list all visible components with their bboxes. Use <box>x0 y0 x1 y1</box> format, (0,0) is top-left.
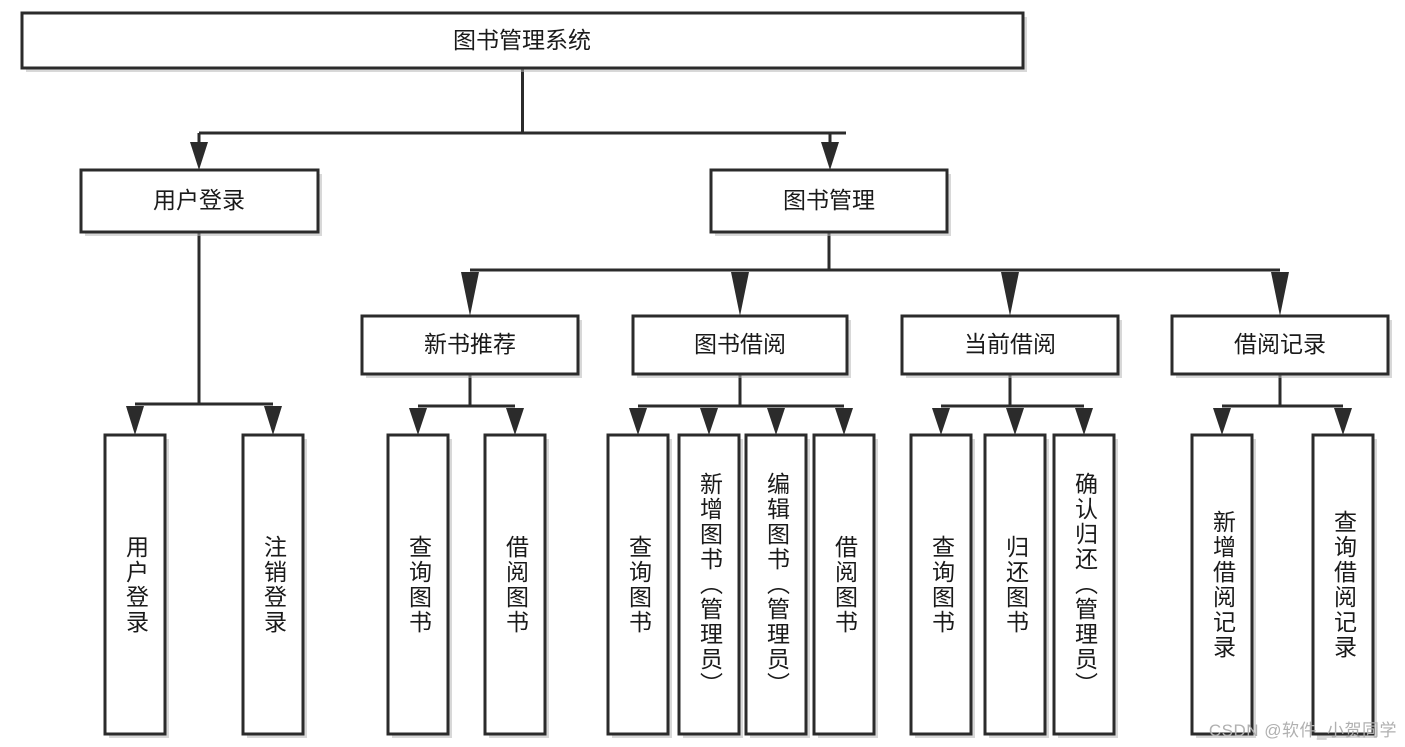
node-user-login-box <box>79 168 320 234</box>
leaf-query-record[interactable] <box>1311 433 1377 738</box>
arrow-leaf-logout-login <box>264 406 282 435</box>
leaf-query-book-b-box <box>606 433 670 736</box>
node-new-book-rec-box <box>360 314 580 376</box>
leaf-add-book-box <box>677 433 741 736</box>
arrow-user-login <box>190 142 208 170</box>
arrow-leaf-user-login <box>126 406 144 435</box>
leaf-return-book[interactable] <box>983 433 1049 738</box>
leaf-query-book-a[interactable] <box>386 433 452 738</box>
leaf-return-book-box <box>983 433 1047 736</box>
connector-layer <box>126 68 1352 435</box>
leaf-logout-login-box <box>241 433 305 736</box>
node-current-borrow[interactable]: 当前借阅 <box>900 314 1122 378</box>
node-book-manage-box <box>709 168 949 234</box>
leaf-box-layer <box>103 433 1377 738</box>
leaf-query-book-a-box <box>386 433 450 736</box>
arrow-book-manage <box>821 142 839 170</box>
arrow-leaf-return-book <box>1006 408 1024 435</box>
node-current-borrow-label: 当前借阅 <box>964 331 1056 357</box>
arrow-leaf-query-record <box>1334 408 1352 435</box>
arrow-new-book-rec <box>461 272 479 316</box>
arrow-leaf-query-book-c <box>932 408 950 435</box>
node-root-label: 图书管理系统 <box>453 27 591 53</box>
node-book-manage[interactable]: 图书管理 <box>709 168 951 236</box>
arrow-leaf-edit-book <box>767 408 785 435</box>
watermark-label: CSDN @软件_小贺同学 <box>1208 721 1397 740</box>
leaf-borrow-book-a-box <box>483 433 547 736</box>
arrow-leaf-confirm-return <box>1075 408 1093 435</box>
node-root[interactable]: 图书管理系统 <box>20 11 1027 72</box>
leaf-logout-login[interactable] <box>241 433 307 738</box>
node-borrow-record-box <box>1170 314 1390 376</box>
arrow-current-borrow <box>1001 272 1019 316</box>
leaf-query-book-c[interactable] <box>909 433 975 738</box>
arrow-book-borrow <box>731 272 749 316</box>
node-layer: 图书管理系统 用户登录 图书管理 新书推荐 <box>20 11 1392 738</box>
leaf-borrow-book-a[interactable] <box>483 433 549 738</box>
leaf-confirm-return[interactable] <box>1052 433 1118 738</box>
leaf-query-book-c-box <box>909 433 973 736</box>
leaf-query-record-box <box>1311 433 1375 736</box>
node-new-book-rec[interactable]: 新书推荐 <box>360 314 582 378</box>
node-current-borrow-box <box>900 314 1120 376</box>
node-book-manage-label: 图书管理 <box>783 187 875 213</box>
leaf-borrow-book-b[interactable] <box>812 433 878 738</box>
arrow-leaf-add-book <box>700 408 718 435</box>
leaf-user-login[interactable] <box>103 433 169 738</box>
node-borrow-record[interactable]: 借阅记录 <box>1170 314 1392 378</box>
node-borrow-record-label: 借阅记录 <box>1234 331 1326 357</box>
node-book-borrow-label: 图书借阅 <box>694 331 786 357</box>
node-user-login-label: 用户登录 <box>153 187 245 213</box>
leaf-add-book[interactable] <box>677 433 743 738</box>
leaf-add-record[interactable] <box>1190 433 1256 738</box>
node-book-borrow[interactable]: 图书借阅 <box>631 314 851 378</box>
node-root-box <box>20 11 1025 70</box>
leaf-add-record-box <box>1190 433 1254 736</box>
arrow-leaf-borrow-book-a <box>506 408 524 435</box>
leaf-edit-book[interactable] <box>744 433 810 738</box>
leaf-edit-book-box <box>744 433 808 736</box>
arrow-borrow-record <box>1271 272 1289 316</box>
arrow-leaf-query-book-a <box>409 408 427 435</box>
leaf-borrow-book-b-box <box>812 433 876 736</box>
leaf-confirm-return-box <box>1052 433 1116 736</box>
arrow-leaf-add-record <box>1213 408 1231 435</box>
arrow-leaf-borrow-book-b <box>835 408 853 435</box>
node-user-login[interactable]: 用户登录 <box>79 168 322 236</box>
leaf-user-login-box <box>103 433 167 736</box>
node-book-borrow-box <box>631 314 849 376</box>
arrow-leaf-query-book-b <box>629 408 647 435</box>
node-new-book-rec-label: 新书推荐 <box>424 331 516 357</box>
leaf-query-book-b[interactable] <box>606 433 672 738</box>
